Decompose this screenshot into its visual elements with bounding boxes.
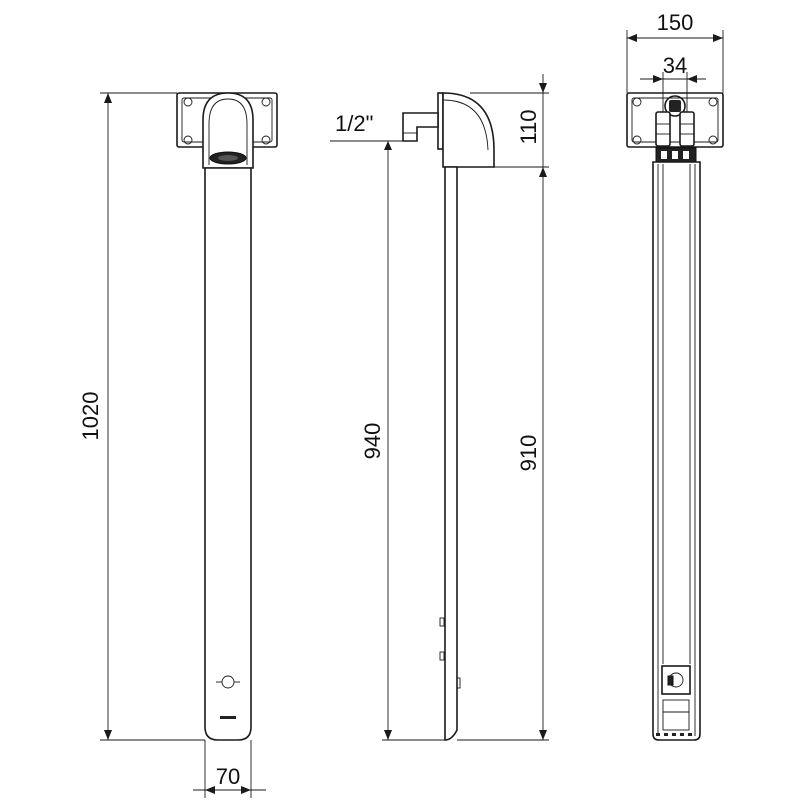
dim-front-width: 70 — [216, 764, 240, 789]
mounting-hole-icon — [632, 97, 642, 107]
valve-icon — [216, 675, 240, 689]
mounting-hole-icon — [632, 135, 642, 145]
side-head — [442, 92, 495, 168]
mounting-hole-icon — [708, 97, 718, 107]
front-vent-slot — [220, 716, 236, 719]
mounting-hole-icon — [708, 135, 718, 145]
side-column — [444, 166, 458, 741]
dim-side-head-height: 110 — [516, 109, 541, 144]
dim-side-height: 940 — [360, 423, 385, 460]
dim-side-thread: 1/2" — [335, 111, 373, 136]
mounting-hole-icon — [261, 135, 271, 145]
back-wall-plate — [626, 92, 724, 148]
side-view: 1/2" 940 110 910 — [330, 74, 549, 741]
mounting-hole-icon — [261, 97, 271, 107]
front-column — [204, 167, 252, 741]
dim-front-height: 1020 — [78, 392, 103, 441]
dim-side-column-height: 910 — [516, 435, 541, 472]
back-inlet-fittings — [655, 111, 695, 147]
side-inlet-fitting — [402, 112, 439, 142]
front-view: 1020 70 — [78, 92, 278, 798]
back-column — [652, 161, 701, 741]
mounting-hole-icon — [183, 135, 193, 145]
mounting-hole-icon — [183, 97, 193, 107]
dim-back-width: 150 — [657, 10, 694, 35]
dim-back-inlet-spacing: 34 — [663, 53, 687, 78]
back-view: 150 34 — [626, 10, 724, 741]
front-head — [202, 92, 254, 169]
